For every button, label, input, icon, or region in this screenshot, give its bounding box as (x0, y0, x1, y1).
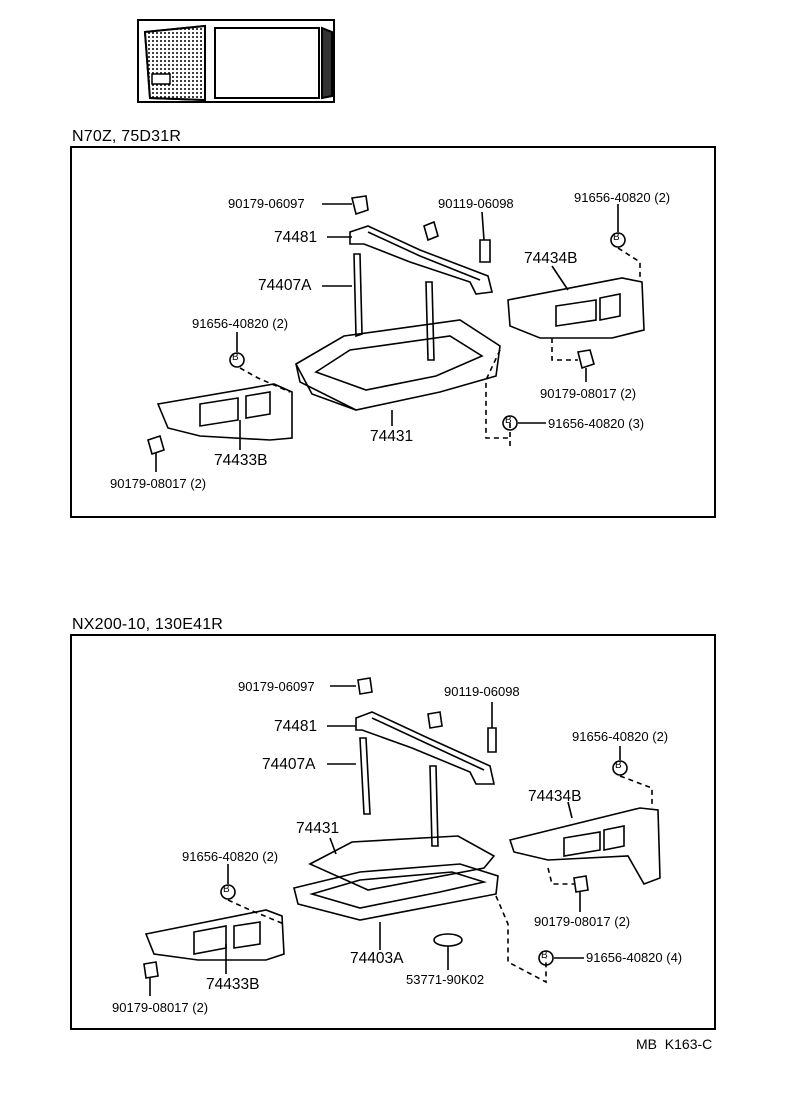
bolt-marker-icon: B (223, 884, 230, 895)
bolt-marker-icon: B (615, 760, 622, 771)
s1-nut-top-label: 90179-06097 (228, 196, 305, 211)
s1-rod-label: 74407A (258, 277, 312, 294)
s2-nut-right-label: 90179-08017 (2) (534, 914, 631, 929)
s2-bolt-top-label: 90119-06098 (444, 684, 520, 699)
s1-tray-label: 74431 (370, 428, 414, 445)
bolt-marker-icon: B (232, 352, 239, 363)
s2-carrier-label: 74403A (350, 950, 404, 967)
bolt-marker-icon: B (505, 415, 512, 426)
s2-pad-label: 53771-90K02 (406, 972, 485, 987)
section-1-frame (70, 146, 716, 518)
section-1-heading: N70Z, 75D31R (72, 128, 182, 145)
s2-bracket-right-label: 74434B (528, 788, 582, 805)
s1-bracket-left-label: 74433B (214, 452, 268, 469)
section-2-heading: NX200-10, 130E41R (72, 616, 224, 633)
s2-bolt-left-label: 91656-40820 (2) (182, 849, 279, 864)
s1-bolt-top-label: 90119-06098 (438, 196, 514, 211)
s1-nut-right-label: 90179-08017 (2) (540, 386, 637, 401)
s2-bolt-right-label: 91656-40820 (2) (572, 729, 669, 744)
s1-bolt-left-label: 91656-40820 (2) (192, 316, 289, 331)
section-2-frame (70, 634, 716, 1030)
bolt-marker-icon: B (541, 950, 548, 961)
s1-bracket-right-label: 74434B (524, 250, 578, 267)
s2-nut-top-label: 90179-06097 (238, 679, 315, 694)
s1-bolt-bottom-label: 91656-40820 (3) (548, 416, 645, 431)
bolt-marker-icon: B (613, 232, 620, 243)
s1-clamp-label: 74481 (274, 229, 318, 246)
s1-nut-left-label: 90179-08017 (2) (110, 476, 207, 491)
s1-bolt-right-label: 91656-40820 (2) (574, 190, 671, 205)
s2-tray-label: 74431 (296, 820, 340, 837)
s2-nut-left-label: 90179-08017 (2) (112, 1000, 209, 1015)
s2-bolt-bottom-label: 91656-40820 (4) (586, 950, 683, 965)
s2-bracket-left-label: 74433B (206, 976, 260, 993)
figure-reference: MB K163-C (636, 1036, 713, 1052)
s2-clamp-label: 74481 (274, 718, 318, 735)
s2-rod-label: 74407A (262, 756, 316, 773)
